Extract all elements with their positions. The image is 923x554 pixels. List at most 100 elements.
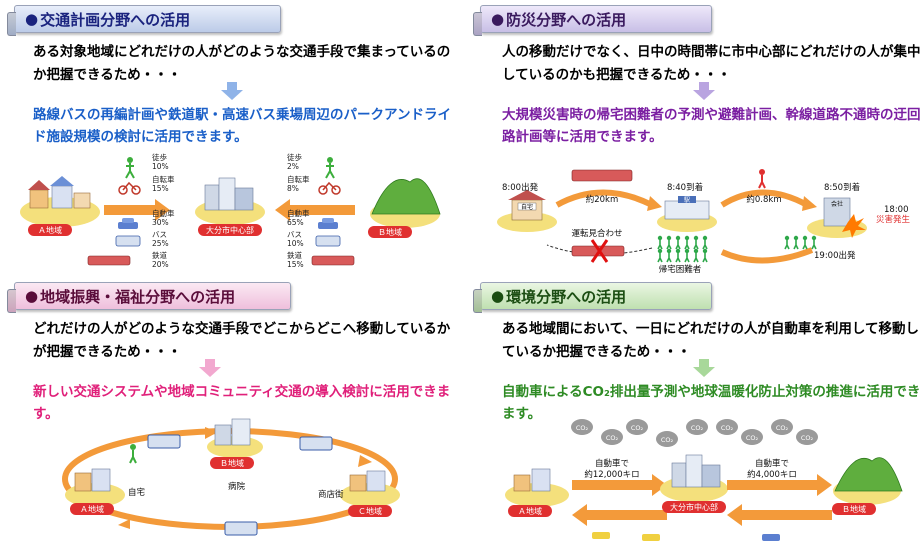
walker-icon bbox=[758, 169, 766, 189]
distance-0-8km: 約0.8km bbox=[746, 194, 781, 205]
traffic-title: 交通計画分野への活用 bbox=[40, 10, 191, 29]
co2-cloud-icon: CO₂ bbox=[771, 419, 793, 435]
company-label: 会社 bbox=[831, 200, 843, 208]
return-arrow bbox=[720, 247, 814, 264]
car-icon bbox=[318, 218, 338, 229]
city-center: 大分市中心部 bbox=[195, 177, 265, 236]
car-icon bbox=[762, 534, 780, 541]
time-arrive-station: 8:40到着 bbox=[667, 182, 703, 193]
person-icon bbox=[666, 235, 672, 250]
traffic-intro: ある対象地域にどれだけの人がどのような交通手段で集まっているのか把握できるため・… bbox=[33, 44, 451, 83]
person-icon bbox=[693, 235, 699, 250]
bus-icon bbox=[147, 434, 181, 449]
center-label: 大分市中心部 bbox=[206, 225, 254, 235]
stranded-label: 帰宅困難者 bbox=[659, 264, 702, 275]
city-center: 大分市中心部 bbox=[660, 454, 728, 513]
left-distance: 自動車で約12,000キロ bbox=[584, 458, 639, 480]
person-icon bbox=[666, 248, 672, 263]
co2-label: CO₂ bbox=[661, 436, 674, 444]
person-icon bbox=[657, 235, 663, 250]
person-icon bbox=[784, 235, 790, 250]
station-building: 駅 bbox=[657, 196, 717, 232]
co2-cloud-icon: CO₂ bbox=[626, 419, 648, 435]
panel-disaster: ● 防災分野への活用 人の移動だけでなく、日中の時間帯に市中心部にどれだけの人が… bbox=[462, 0, 923, 277]
banner-dot: ● bbox=[25, 10, 39, 28]
disaster-title: 防災分野への活用 bbox=[506, 10, 627, 29]
person-icon bbox=[702, 235, 708, 250]
car-icon bbox=[118, 218, 138, 229]
environment-banner: ● 環境分野への活用 bbox=[480, 282, 712, 310]
area-b-label: Ｂ地域 bbox=[378, 227, 402, 237]
disaster-result: 大規模災害時の帰宅困難者の予測や避難計画、幹線道路不通時の迂回路計画等に活用でき… bbox=[502, 107, 921, 145]
home-label: 自宅 bbox=[521, 203, 533, 211]
environment-intro: ある地域間において、一日にどれだけの人が自動車を利用して移動しているか把握できる… bbox=[502, 321, 920, 360]
person-icon bbox=[793, 235, 799, 250]
person-icon bbox=[693, 248, 699, 263]
bus-icon bbox=[299, 436, 333, 451]
co2-cloud-icon: CO₂ bbox=[796, 429, 818, 445]
area-b-hill: Ｂ地域 bbox=[832, 457, 903, 515]
bicycle-icon bbox=[318, 181, 341, 195]
area-a-town: Ａ地域 bbox=[20, 176, 100, 236]
disaster-intro: 人の移動だけでなく、日中の時間帯に市中心部にどれだけの人が集中しているのかも把握… bbox=[502, 44, 921, 83]
area-b-label: Ｂ地域 bbox=[220, 458, 244, 468]
flow-arrow-left bbox=[727, 504, 832, 526]
bus-icon bbox=[315, 235, 341, 247]
train-icon bbox=[87, 255, 131, 266]
time-arrive-office: 8:50到着 bbox=[824, 182, 860, 193]
area-b-label: Ｂ地域 bbox=[842, 504, 866, 514]
traffic-diagram: Ａ地域 大分市中心部 Ｂ地域 bbox=[20, 152, 441, 269]
welfare-result: 新しい交通システムや地域コミュニティ交通の導入検討に活用できます。 bbox=[33, 384, 451, 422]
route-arrow bbox=[555, 189, 654, 208]
area-c-label: Ｃ地域 bbox=[358, 506, 382, 516]
person-icon bbox=[684, 235, 690, 250]
center-label: 大分市中心部 bbox=[670, 502, 718, 512]
train-icon bbox=[571, 169, 633, 182]
co2-cloud-icon: CO₂ bbox=[656, 431, 678, 447]
person-icon bbox=[811, 235, 817, 250]
flow-arrow-right bbox=[104, 199, 170, 221]
person-icon bbox=[675, 248, 681, 263]
person-icon bbox=[684, 248, 690, 263]
right-distance: 自動車で約4,000キロ bbox=[747, 458, 797, 480]
co2-cloud-icon: CO₂ bbox=[571, 419, 593, 435]
co2-label: CO₂ bbox=[631, 424, 644, 432]
station-label: 駅 bbox=[684, 197, 690, 204]
home-label: 自宅 bbox=[128, 487, 145, 498]
walk-arrow bbox=[720, 189, 809, 208]
traffic-banner: ● 交通計画分野への活用 bbox=[14, 5, 281, 33]
co2-cloud-icon: CO₂ bbox=[716, 419, 738, 435]
co2-cloud-icon: CO₂ bbox=[741, 429, 763, 445]
area-a-town: Ａ地域 bbox=[65, 468, 125, 515]
explosion-icon bbox=[842, 214, 866, 238]
home-building: 自宅 bbox=[497, 190, 557, 232]
co2-label: CO₂ bbox=[776, 424, 789, 432]
depart-time: 19:00出発 bbox=[814, 250, 856, 261]
car-icon bbox=[592, 532, 610, 539]
banner-dot: ● bbox=[25, 287, 39, 305]
bus-icon bbox=[115, 235, 141, 247]
co2-label: CO₂ bbox=[801, 434, 814, 442]
walker-icon bbox=[129, 444, 137, 464]
area-b-hill: Ｂ地域 bbox=[368, 178, 441, 238]
person-icon bbox=[702, 248, 708, 263]
area-c-town: Ｃ地域 bbox=[340, 470, 400, 517]
cross-icon bbox=[590, 239, 609, 263]
panel-traffic: ● 交通計画分野への活用 ある対象地域にどれだけの人がどのような交通手段で集まっ… bbox=[0, 0, 461, 277]
welfare-banner: ● 地域振興・福祉分野への活用 bbox=[14, 282, 291, 310]
panel-environment: ● 環境分野への活用 ある地域間において、一日にどれだけの人が自動車を利用して移… bbox=[462, 277, 923, 554]
environment-title: 環境分野への活用 bbox=[506, 287, 627, 306]
co2-cloud-icon: CO₂ bbox=[601, 429, 623, 445]
panel-welfare: ● 地域振興・福祉分野への活用 どれだけの人がどのような交通手段でどこからどこへ… bbox=[0, 277, 461, 554]
co2-label: CO₂ bbox=[691, 424, 704, 432]
co2-label: CO₂ bbox=[606, 434, 619, 442]
person-icon bbox=[802, 235, 808, 250]
